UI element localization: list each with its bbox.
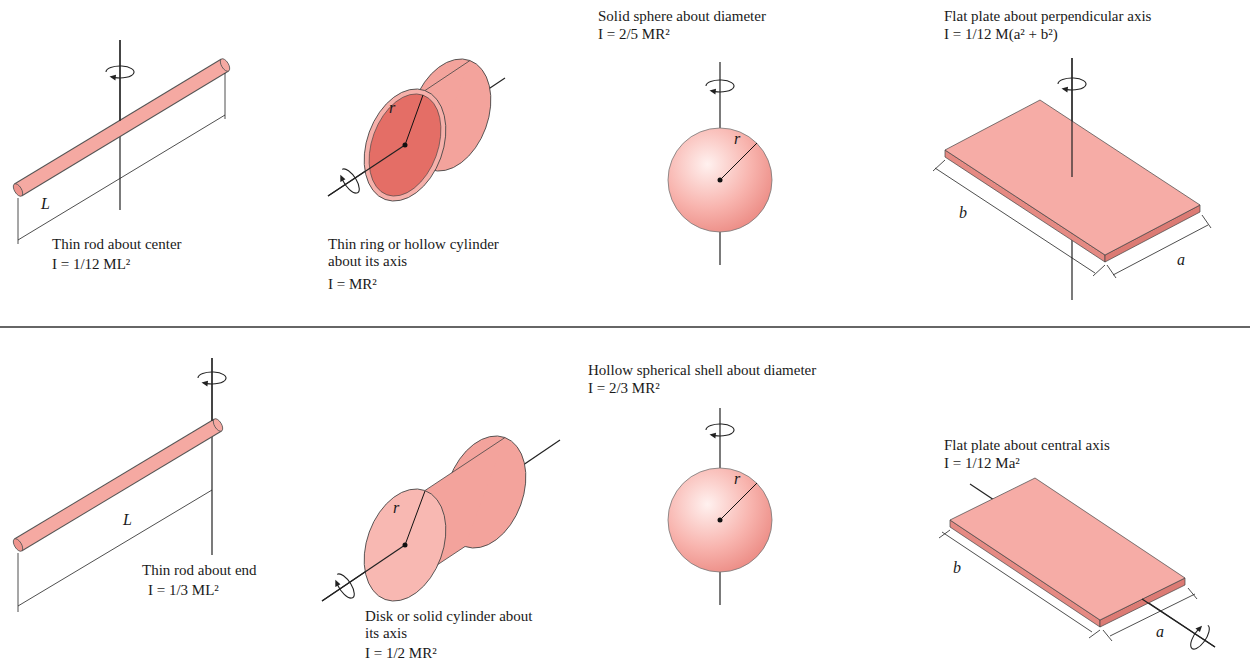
formula-text: I = 2/3 MR² — [588, 380, 660, 397]
caption-text: Solid sphere about diameter — [598, 8, 766, 25]
caption-text: Thin rod about center — [52, 236, 182, 253]
formula-text: I = 1/12 ML² — [52, 256, 130, 273]
caption-text: Disk or solid cylinder about its axis — [365, 608, 545, 642]
dimension-letter: r — [733, 131, 741, 147]
hollow-sphere-figure — [668, 408, 772, 605]
caption-text: Hollow spherical shell about diameter — [588, 362, 816, 379]
ring-figure — [328, 48, 506, 213]
formula-text: I = 1/12 M(a² + b²) — [944, 26, 1058, 43]
solid-sphere-figure — [668, 62, 772, 265]
dimension-letter: r — [392, 500, 400, 516]
dimension-letter: L — [40, 196, 51, 212]
formula-text: I = 1/2 MR² — [365, 645, 437, 662]
dimension-letter: r — [733, 471, 741, 487]
caption-text: Flat plate about central axis — [944, 437, 1110, 454]
rod-center-figure — [11, 40, 231, 244]
dimension-letter: a — [1155, 624, 1165, 640]
dimension-letter: a — [1176, 252, 1186, 268]
plate-central-figure — [939, 478, 1215, 652]
dimension-letter: b — [958, 205, 968, 221]
dimension-letter: L — [122, 512, 133, 528]
formula-text: I = 1/3 ML² — [148, 582, 219, 599]
dimension-letter: b — [952, 560, 962, 576]
solid-cylinder-figure — [322, 425, 560, 613]
formula-text: I = 2/5 MR² — [598, 26, 670, 43]
formula-text: I = 1/12 Ma² — [944, 455, 1020, 472]
caption-text: Thin rod about end — [142, 562, 257, 579]
caption-text: Flat plate about perpendicular axis — [944, 8, 1151, 25]
caption-text: Thin ring or hollow cylinder about its a… — [328, 236, 528, 270]
plate-perpendicular-figure — [933, 58, 1211, 300]
divider-line — [0, 326, 1250, 328]
formula-text: I = MR² — [328, 276, 377, 293]
dimension-letter: r — [388, 100, 396, 116]
